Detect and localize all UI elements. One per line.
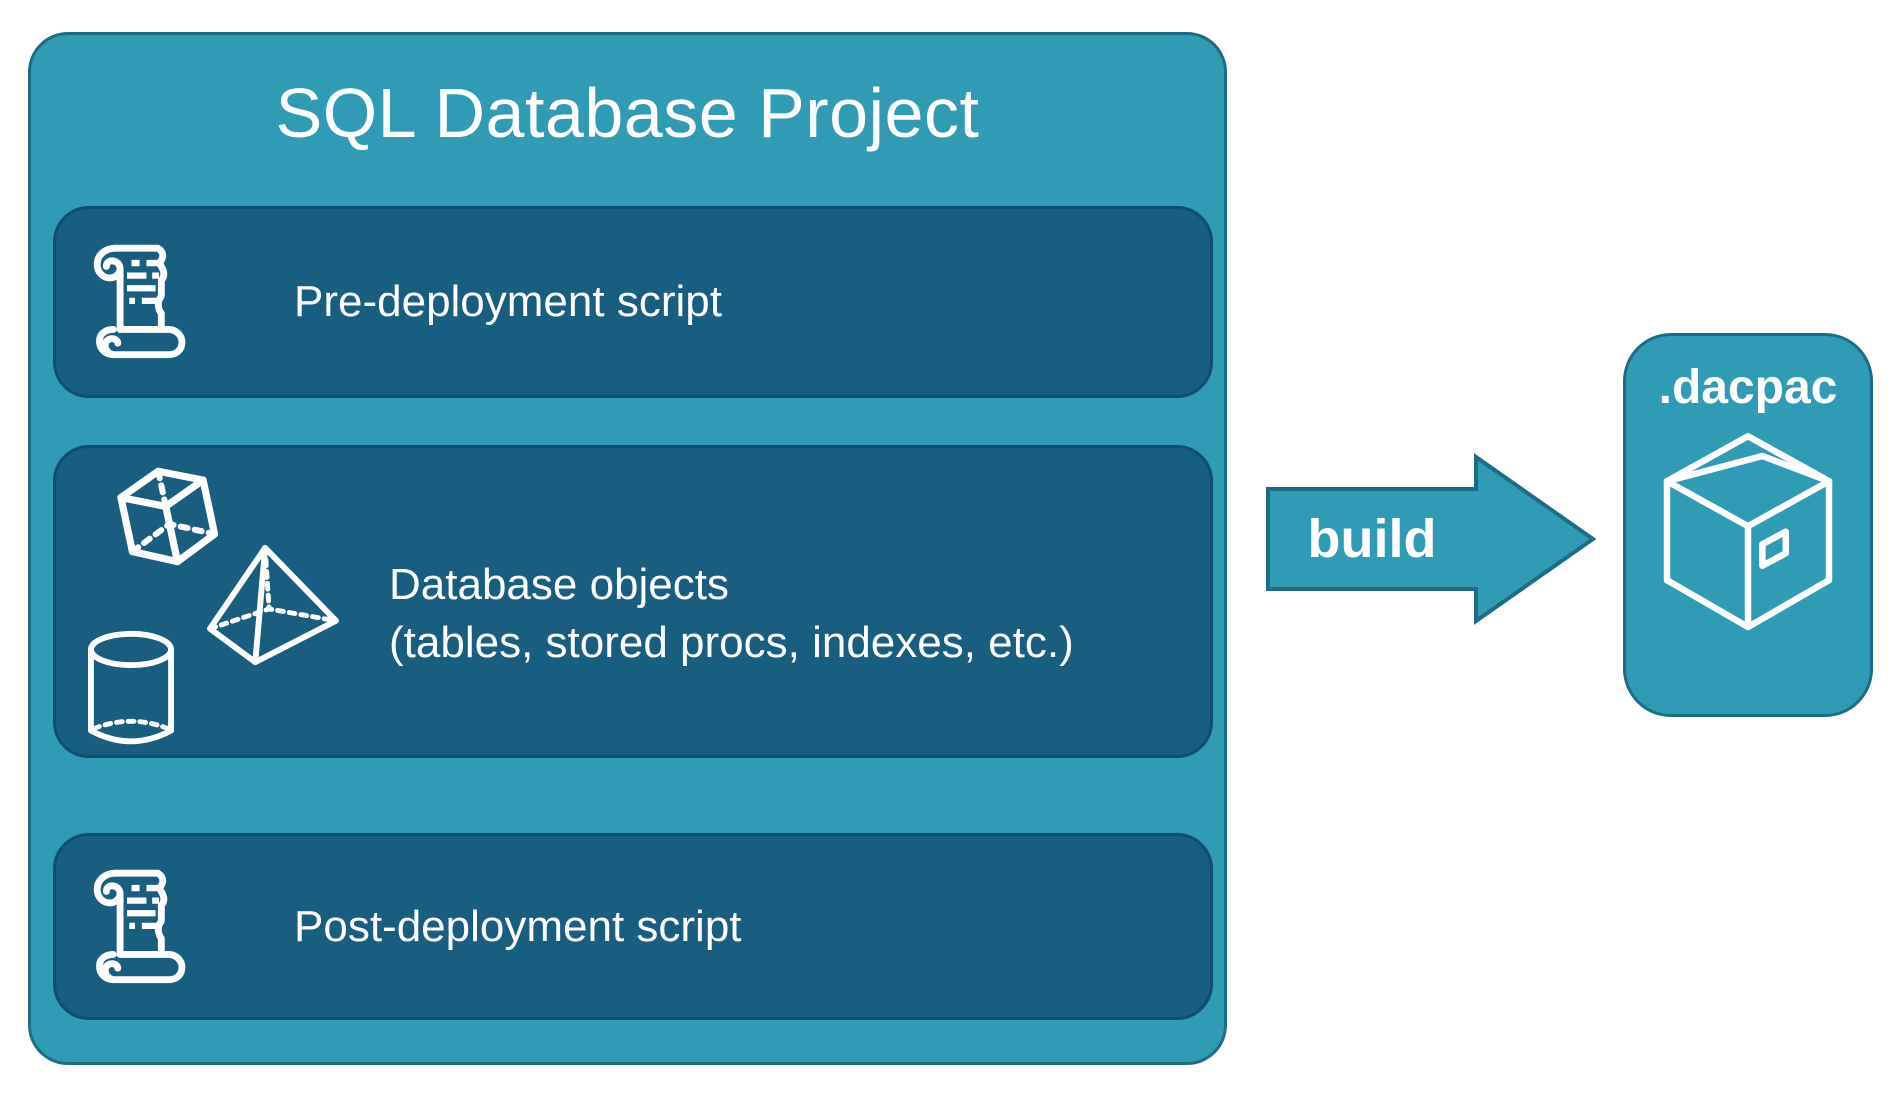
row-label-pre-deployment: Pre-deployment script: [294, 277, 722, 326]
row-label-post-deployment: Post-deployment script: [294, 901, 742, 951]
row-post-deployment-script: Post-deployment script: [53, 833, 1213, 1020]
project-title: SQL Database Project: [275, 74, 980, 152]
database-objects-sublabel: (tables, stored procs, indexes, etc.): [389, 618, 1074, 667]
dacpac-box: .dacpac: [1623, 333, 1873, 717]
database-objects-label: Database objects: [389, 560, 729, 609]
scroll-icon: [84, 864, 202, 990]
sql-database-project-box: SQL Database Project: [28, 32, 1227, 1065]
build-arrow-label: build: [1307, 509, 1437, 569]
cube-icon: [108, 464, 228, 570]
dacpac-label: .dacpac: [1658, 361, 1838, 414]
row-label-database-objects: Database objects (tables, stored procs, …: [389, 556, 1074, 672]
build-arrow: [1266, 453, 1597, 625]
scroll-icon: [84, 239, 202, 365]
row-pre-deployment-script: Pre-deployment script: [53, 206, 1213, 398]
pyramid-icon: [202, 542, 344, 670]
cylinder-icon: [82, 628, 180, 755]
row-database-objects: Database objects (tables, stored procs, …: [53, 445, 1213, 758]
package-icon: [1658, 429, 1838, 636]
